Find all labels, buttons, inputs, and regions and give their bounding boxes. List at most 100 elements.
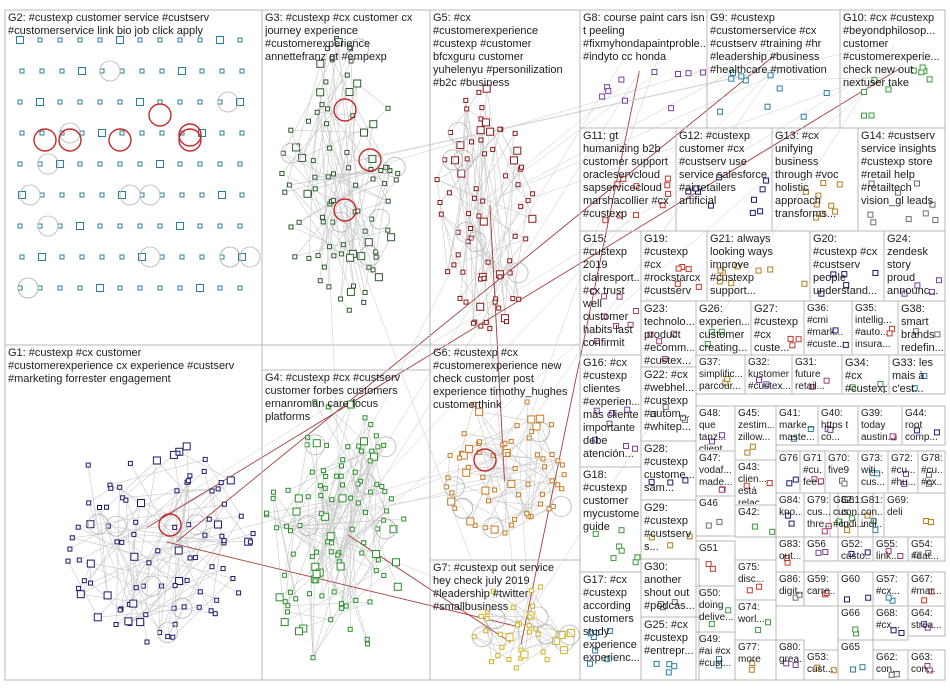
node-g3 — [346, 287, 355, 296]
group-label-g47: G47: vodaf... made... — [699, 453, 733, 488]
node-g7 — [544, 657, 550, 663]
edge-g4 — [273, 492, 317, 553]
self-loop-g1 — [186, 514, 208, 536]
group-box-g78 — [917, 450, 946, 494]
node-g5 — [486, 127, 495, 136]
node-g4 — [338, 494, 347, 503]
self-loop-g2 — [37, 153, 59, 175]
node-g6 — [532, 422, 541, 431]
node-g9 — [767, 72, 774, 79]
cross-group-edge — [353, 459, 487, 514]
node-g10 — [861, 112, 867, 119]
edge-g6 — [470, 443, 506, 522]
node-g4 — [270, 495, 276, 501]
group-label-g5: G5: #cx #customerexperience #custexp #cu… — [433, 12, 563, 89]
node-g44 — [913, 427, 920, 434]
node-g4 — [282, 572, 288, 578]
edge-g1 — [90, 524, 219, 584]
self-loop-g6 — [443, 476, 465, 498]
node-g34 — [849, 384, 856, 391]
self-loop-g5 — [447, 122, 469, 143]
self-loop-g2 — [37, 215, 59, 237]
group-label-g16: G16: #cx #custexp clientes #experien... … — [583, 357, 639, 460]
edge-g3 — [346, 152, 385, 184]
edge-g3 — [290, 129, 365, 133]
node-g1 — [131, 531, 137, 537]
node-g57 — [889, 597, 896, 604]
node-g5 — [497, 126, 503, 132]
node-g6 — [456, 455, 462, 461]
node-g2 — [97, 37, 103, 43]
node-g61 — [844, 527, 851, 534]
node-g2 — [218, 191, 226, 199]
node-g6 — [447, 452, 453, 458]
self-loop-g6 — [452, 497, 474, 519]
node-g1 — [209, 488, 215, 494]
node-g6 — [512, 516, 518, 522]
group-label-g65: G65 — [841, 642, 860, 653]
node-g7 — [528, 588, 534, 594]
node-g3 — [382, 181, 388, 187]
node-g86 — [796, 591, 803, 598]
node-g3 — [345, 88, 354, 96]
node-g69 — [927, 519, 934, 526]
node-g13 — [815, 192, 822, 199]
node-g1 — [220, 566, 226, 572]
node-g45 — [749, 443, 756, 450]
node-g4 — [310, 655, 316, 661]
node-g3 — [321, 264, 327, 270]
edge-g4 — [369, 484, 377, 602]
self-loop-g2 — [99, 60, 121, 82]
node-g3 — [292, 254, 298, 260]
node-g5 — [512, 233, 518, 239]
node-g2 — [117, 99, 123, 105]
node-g6 — [526, 435, 532, 441]
node-g6 — [555, 482, 561, 488]
group-box-g37 — [695, 354, 746, 395]
cross-group-edge — [143, 72, 871, 521]
edge-g6 — [528, 431, 532, 517]
self-loop-g7 — [553, 630, 575, 652]
node-g6 — [512, 466, 518, 471]
node-g5 — [468, 235, 474, 241]
self-loop-g6 — [529, 421, 550, 443]
edge-g4 — [314, 401, 356, 473]
edge-g7 — [531, 590, 544, 653]
node-g4 — [338, 473, 344, 479]
node-g11 — [665, 190, 672, 197]
node-g2 — [156, 160, 164, 168]
node-g43 — [743, 482, 750, 489]
node-g1 — [172, 524, 178, 530]
node-g9 — [764, 103, 771, 110]
node-g50 — [708, 621, 715, 627]
node-g1 — [206, 516, 212, 522]
node-g82 — [849, 515, 856, 522]
edge-g5 — [474, 133, 516, 199]
group-box-g63 — [907, 649, 946, 681]
node-g2 — [36, 98, 44, 106]
edge-g3 — [284, 169, 371, 193]
node-g54 — [913, 551, 920, 558]
node-g18 — [618, 527, 625, 534]
edge-g5 — [459, 200, 529, 299]
node-g2 — [59, 68, 65, 74]
node-g12 — [763, 177, 770, 184]
node-g14 — [870, 219, 877, 226]
node-g82 — [836, 518, 843, 525]
node-g10 — [868, 112, 875, 119]
node-g1 — [238, 513, 244, 519]
node-g1 — [104, 504, 109, 510]
edge-g7 — [531, 590, 562, 636]
edge-g3 — [283, 152, 329, 178]
node-g24 — [901, 290, 908, 297]
node-g1 — [117, 484, 123, 490]
group-label-g73: G73: witi... cus... — [861, 453, 885, 488]
highlighted-loop — [58, 128, 82, 152]
node-g6 — [549, 422, 554, 428]
edge-g1 — [88, 502, 176, 586]
self-loop-g5 — [465, 231, 487, 253]
edge-g3 — [324, 211, 356, 268]
node-g24 — [936, 277, 942, 284]
node-g17 — [592, 647, 599, 654]
node-g46 — [716, 518, 723, 525]
